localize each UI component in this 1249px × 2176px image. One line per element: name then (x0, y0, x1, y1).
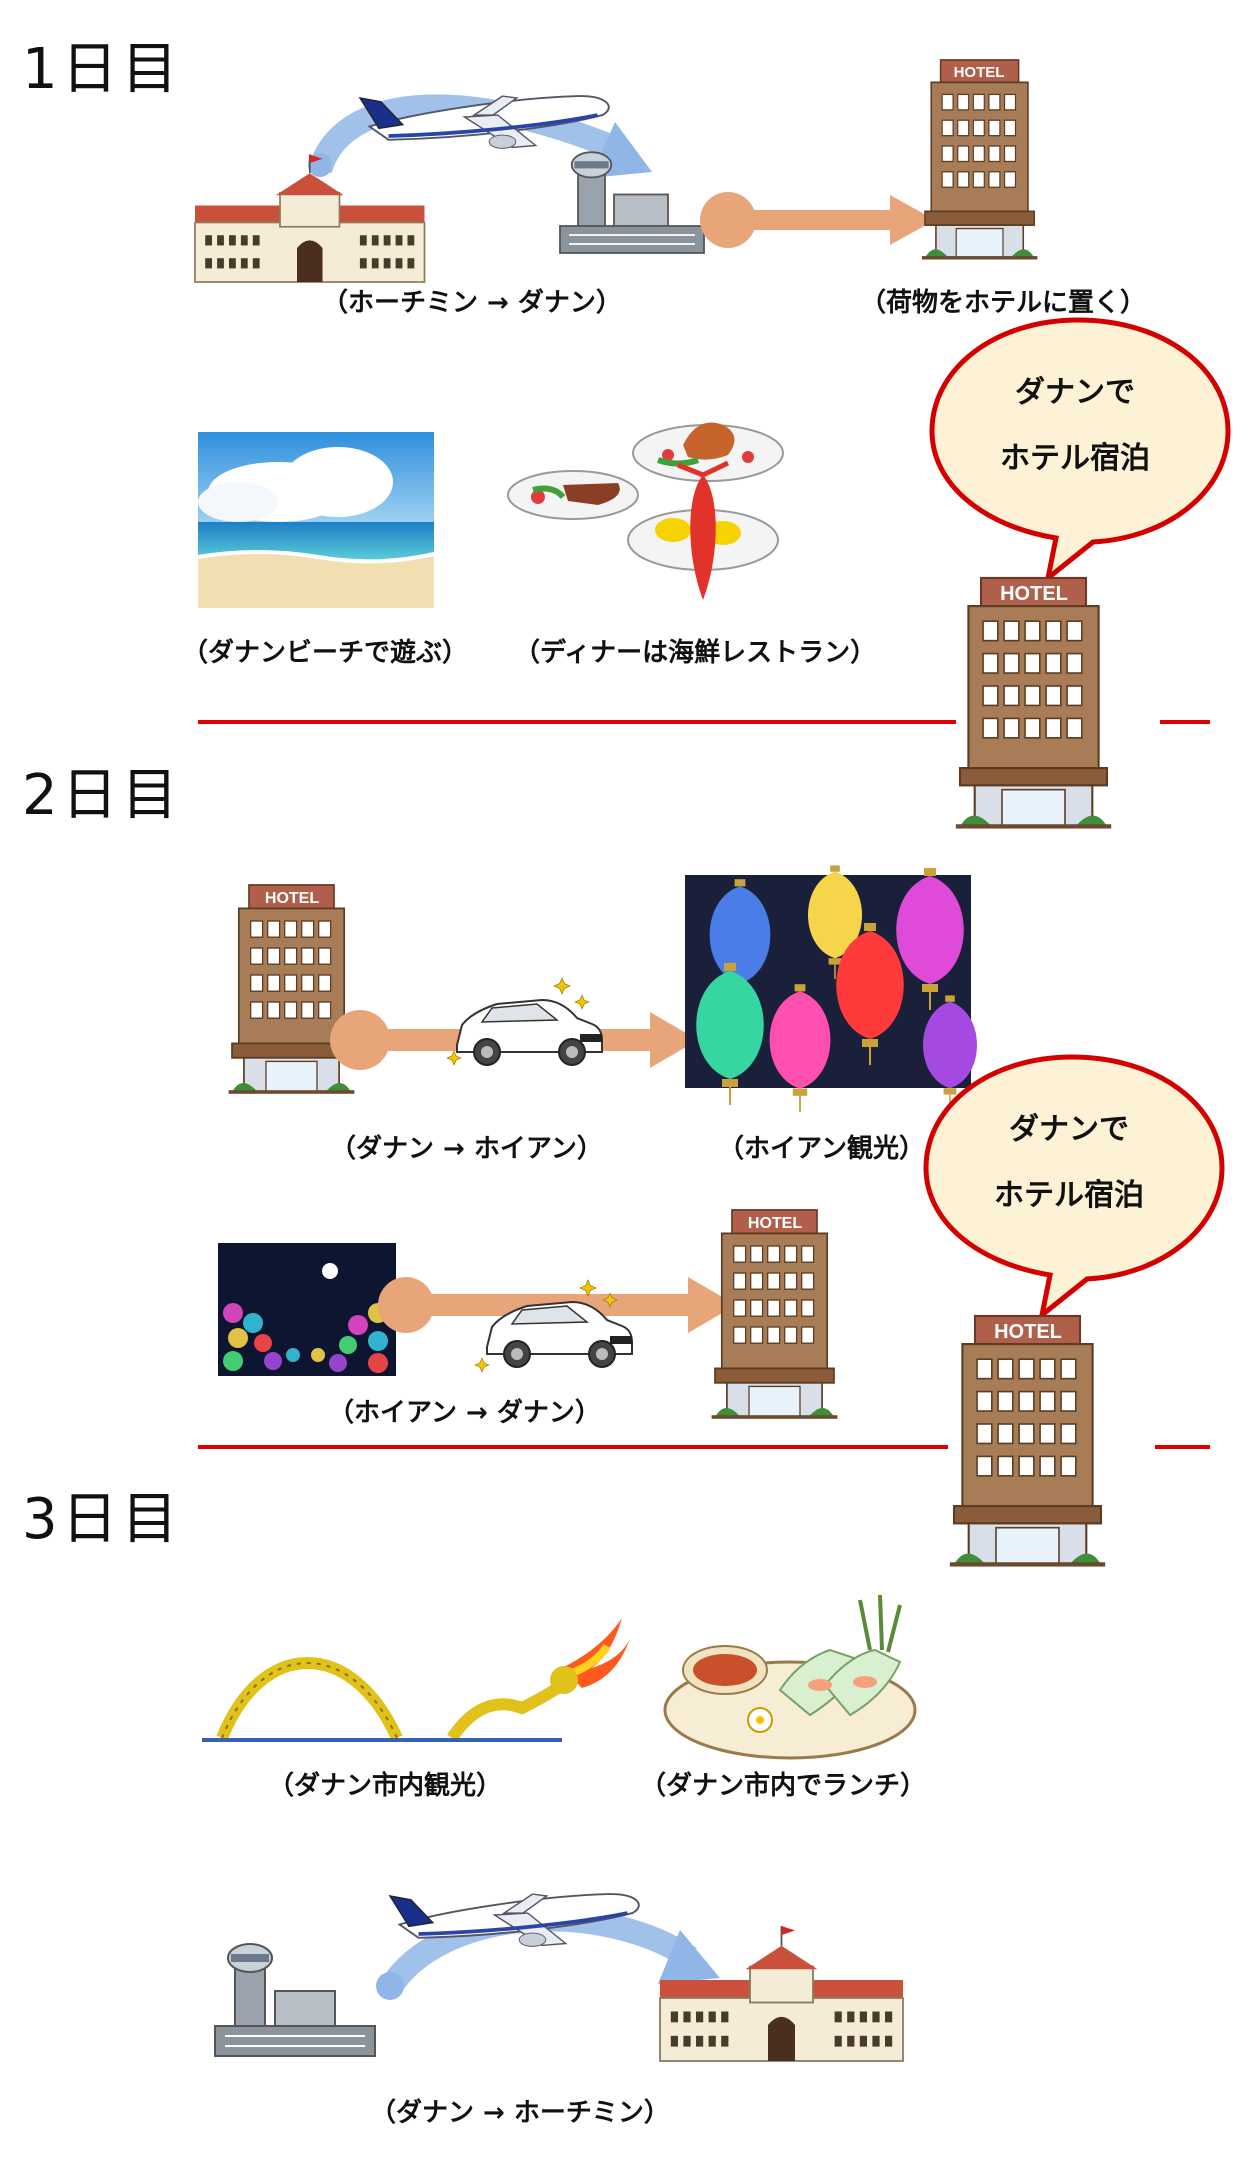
car-icon (446, 977, 603, 1066)
caption-danang-city: （ダナン市内観光） (268, 1771, 503, 1801)
flight-danang-hcm-illustration (214, 1892, 904, 2062)
car-icon (474, 1279, 633, 1373)
hotel-icon: HOTEL (921, 59, 1039, 261)
speech-bubble-1 (929, 317, 1231, 585)
bubble-1-text: ダナンで ホテル宿泊 (935, 360, 1215, 492)
day-2-title: 2日目 (22, 763, 182, 828)
dragon-bridge-illustration (202, 1618, 630, 1742)
flight-hcm-danang-illustration (194, 94, 705, 283)
hotel-sign-text: HOTEL (265, 890, 319, 907)
bubble-2-line2: ホテル宿泊 (994, 1178, 1144, 1213)
seafood-dinner-illustration (507, 422, 784, 600)
day-1-title: 1日目 (22, 37, 182, 102)
hotel-icon: HOTEL (227, 884, 356, 1095)
hotel-sign-text: HOTEL (954, 64, 1005, 81)
hotel-icon: HOTEL (948, 1314, 1107, 1568)
hotel-sign-text: HOTEL (994, 1321, 1062, 1343)
hoian-night-photo (218, 1243, 396, 1376)
day-divider (1155, 1445, 1210, 1449)
caption-hoian-sightseeing: （ホイアン観光） (718, 1134, 925, 1164)
day-divider (1160, 720, 1210, 724)
caption-lunch: （ダナン市内でランチ） (640, 1771, 927, 1801)
hotel-sign-text: HOTEL (748, 1215, 802, 1232)
speech-bubble-2 (923, 1054, 1225, 1322)
spring-roll-lunch-illustration (663, 1594, 917, 1760)
caption-flight-danang-hcm: （ダナン → ホーチミン） (370, 2098, 670, 2128)
bubble-1-line1: ダナンで (1015, 375, 1135, 410)
arrow-airport-to-hotel (700, 192, 935, 248)
caption-hotel-luggage: （荷物をホテルに置く） (860, 288, 1147, 318)
caption-dinner: （ディナーは海鮮レストラン） (514, 638, 877, 668)
bubble-1-line2: ホテル宿泊 (1000, 441, 1150, 476)
lantern-photo (685, 864, 978, 1113)
caption-drive-hoian-danang: （ホイアン → ダナン） (328, 1398, 601, 1428)
beach-illustration (197, 432, 435, 608)
hotel-sign-text: HOTEL (1000, 583, 1068, 605)
caption-flight-hcm-danang: （ホーチミン → ダナン） (322, 288, 622, 318)
hotel-icon: HOTEL (954, 576, 1113, 830)
bubble-2-text: ダナンで ホテル宿泊 (929, 1097, 1209, 1229)
bubble-2-line1: ダナンで (1009, 1112, 1129, 1147)
day-divider (198, 720, 956, 724)
caption-beach: （ダナンビーチで遊ぶ） (182, 638, 469, 668)
hotel-icon: HOTEL (710, 1209, 839, 1420)
caption-drive-danang-hoian: （ダナン → ホイアン） (330, 1134, 603, 1164)
day-divider (198, 1445, 948, 1449)
day-3-title: 3日目 (22, 1487, 182, 1552)
